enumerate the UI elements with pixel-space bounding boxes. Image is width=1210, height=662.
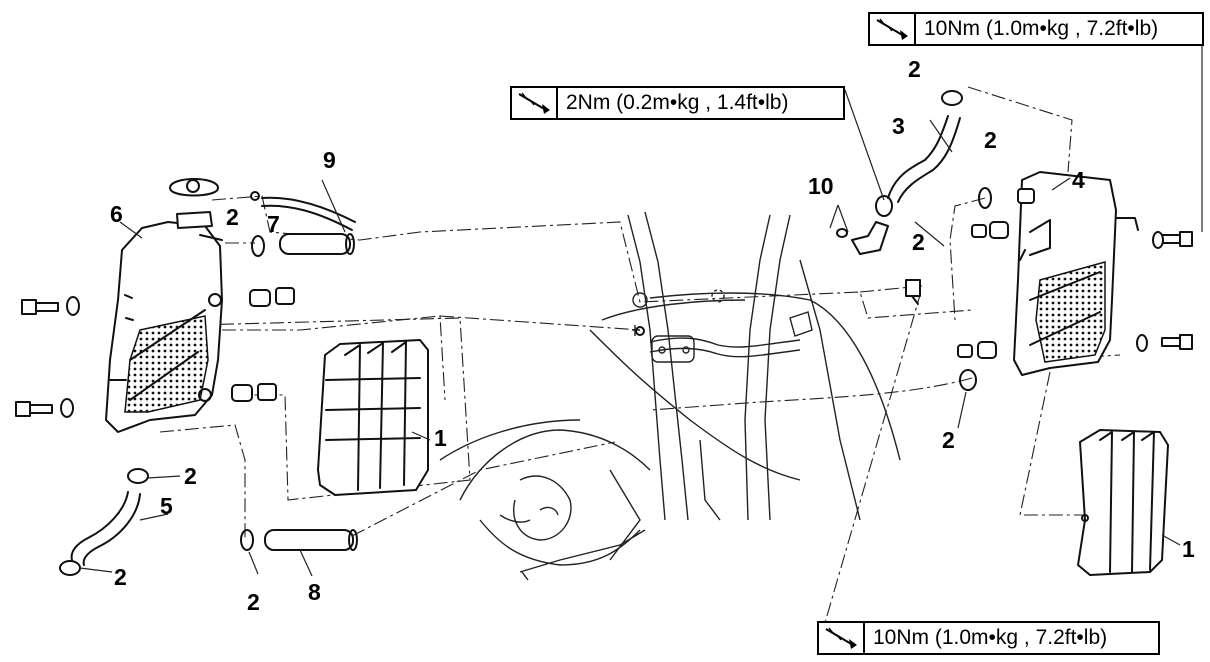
callout-leaders — [79, 43, 1203, 577]
torque-wrench-icon — [512, 88, 558, 118]
torque-spec-text: 10Nm (1.0m•kg , 7.2ft•lb) — [924, 17, 1159, 40]
callout-8: 8 — [308, 579, 321, 605]
callout-3: 3 — [892, 113, 905, 139]
frame-outline — [439, 211, 901, 581]
callout-9: 9 — [323, 147, 336, 173]
torque-spec-bottom-right: 10Nm (1.0m•kg , 7.2ft•lb) — [817, 621, 1160, 655]
fasteners — [15, 191, 1193, 418]
callout-6: 6 — [110, 201, 123, 227]
callout-10: 10 — [808, 173, 834, 199]
hoses — [70, 115, 961, 566]
callout-2-top-right: 2 — [908, 56, 921, 82]
torque-wrench-icon — [819, 623, 865, 653]
callout-1-left: 1 — [434, 425, 447, 451]
callout-2-right-radiator: 2 — [984, 127, 997, 153]
callout-5: 5 — [160, 493, 173, 519]
callout-2-left-bottom: 2 — [184, 463, 197, 489]
torque-wrench-icon — [870, 14, 916, 44]
left-radiator — [105, 221, 223, 433]
torque-spec-text: 2Nm (0.2m•kg , 1.4ft•lb) — [566, 91, 789, 114]
right-radiator-louver — [1077, 429, 1169, 576]
right-radiator — [1013, 171, 1139, 376]
callout-2-left-top: 2 — [226, 204, 239, 230]
torque-spec-middle: 2Nm (0.2m•kg , 1.4ft•lb) — [510, 86, 845, 120]
callout-numbers: 1 1 2 2 2 2 2 2 2 2 2 3 4 5 6 7 8 9 10 — [110, 56, 1195, 615]
assembly-leader-lines — [159, 86, 1121, 641]
callout-2-hose-end: 2 — [114, 564, 127, 590]
callout-7: 7 — [267, 211, 280, 237]
torque-spec-top-right: 10Nm (1.0m•kg , 7.2ft•lb) — [868, 12, 1204, 46]
radiator-cap — [169, 178, 219, 229]
callout-2-right-lower: 2 — [942, 427, 955, 453]
torque-spec-text: 10Nm (1.0m•kg , 7.2ft•lb) — [873, 626, 1108, 649]
callout-1-right: 1 — [1182, 536, 1195, 562]
hose-clamps — [59, 90, 992, 576]
callout-4: 4 — [1072, 167, 1085, 193]
left-radiator-louver — [317, 339, 429, 496]
callout-2-hose-8: 2 — [247, 589, 260, 615]
callout-2-fitting: 2 — [912, 229, 925, 255]
